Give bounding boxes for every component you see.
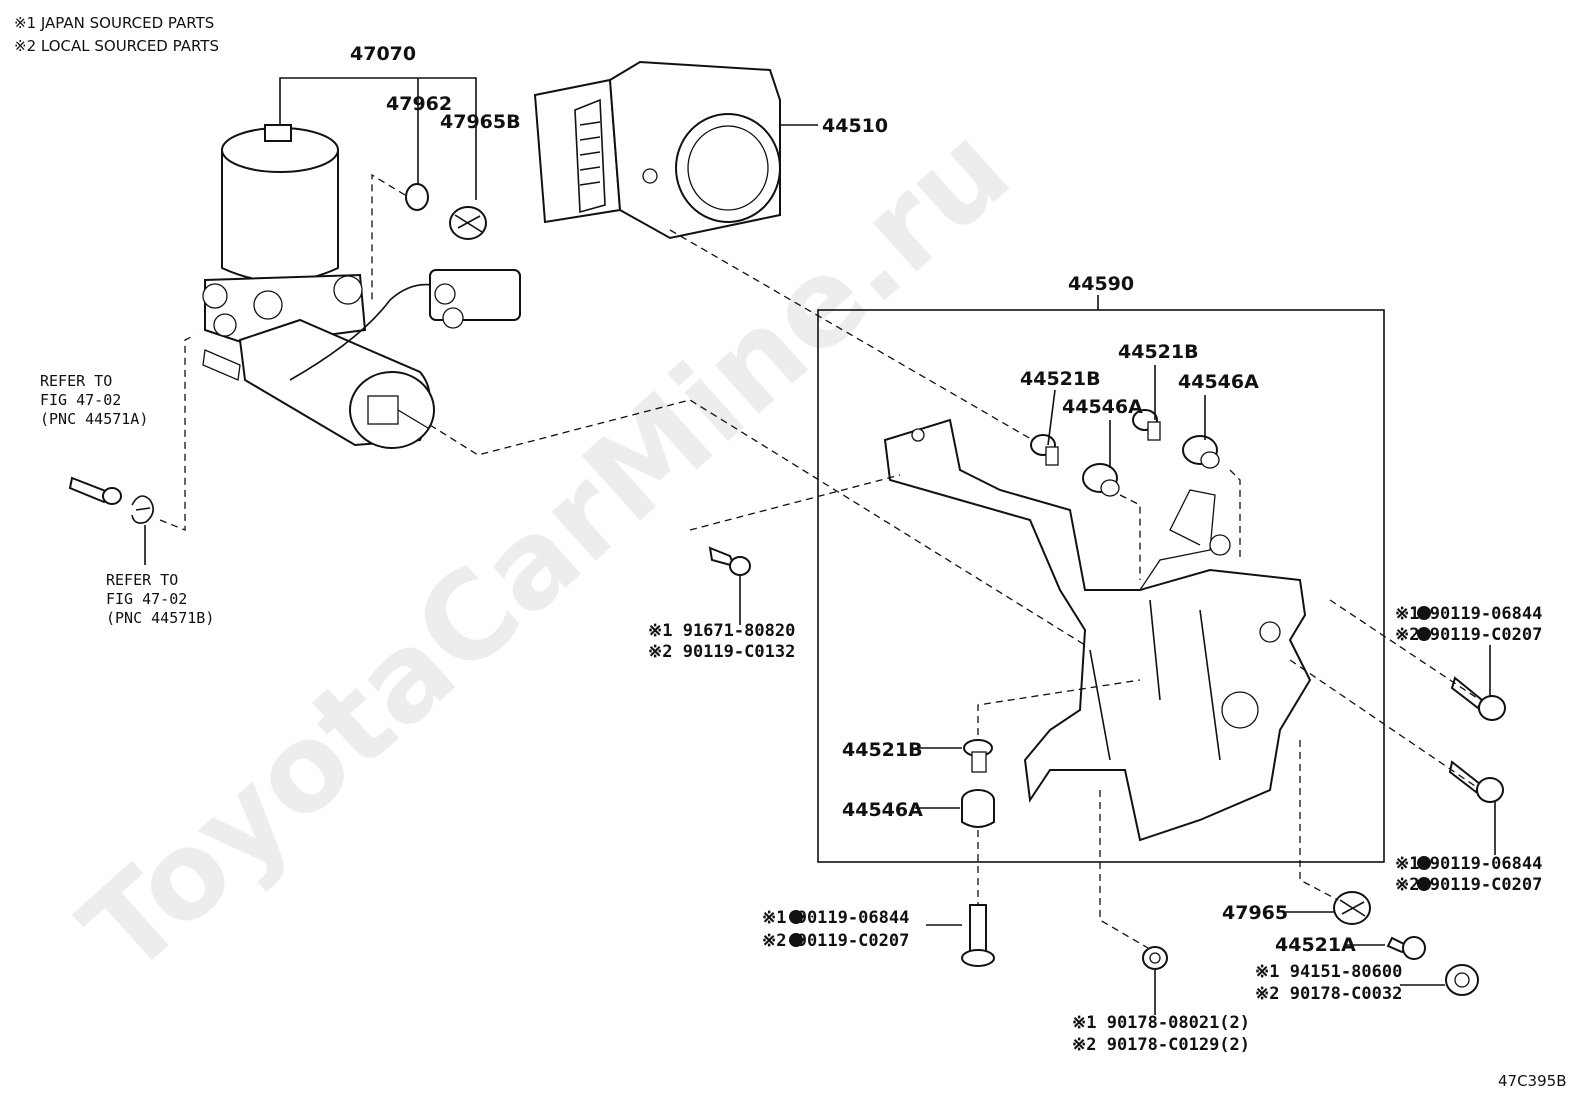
nut-94151 <box>1445 964 1479 996</box>
code-nut-right-1: ※1 94151-80600 <box>1255 962 1402 982</box>
callout-44590: 44590 <box>1068 273 1134 295</box>
bolt-middle-right <box>1448 760 1504 803</box>
grommet-44546a-2 <box>1182 435 1220 469</box>
callout-44521b-a: 44521B <box>1020 368 1101 390</box>
bracket-kit-frame <box>817 309 1385 863</box>
callout-44521a: 44521A <box>1275 934 1356 956</box>
refer-a-line3: (PNC 44571A) <box>40 410 148 428</box>
bolt-upper-right <box>1450 676 1506 721</box>
figure-code: 47C395B <box>1498 1072 1566 1090</box>
refer-b-line3: (PNC 44571B) <box>106 609 214 627</box>
cap-47965 <box>1333 891 1371 925</box>
refer-a-line2: FIG 47-02 <box>40 391 121 409</box>
callout-44510: 44510 <box>822 115 888 137</box>
hose-clip <box>131 495 154 524</box>
code-bolt-mr-2: ※2 90119-C0207 <box>1395 875 1542 895</box>
code-bolt-bot-1: ※1 90119-06844 <box>762 908 909 928</box>
bolt-91671-80820 <box>708 546 751 576</box>
callout-47965b: 47965B <box>440 111 521 133</box>
grommet-44546a-1 <box>1082 463 1120 497</box>
note-japan-sourced: ※1 JAPAN SOURCED PARTS <box>14 14 214 32</box>
callout-47965: 47965 <box>1222 902 1288 924</box>
code-nut-mid-1: ※1 90178-08021(2) <box>1072 1013 1250 1033</box>
o-ring-47962 <box>405 183 429 211</box>
code-nut-mid-2: ※2 90178-C0129(2) <box>1072 1035 1250 1055</box>
code-bolt-bot-2: ※2 90119-C0207 <box>762 931 909 951</box>
grommet-44546a-3 <box>961 789 995 828</box>
refer-b-line2: FIG 47-02 <box>106 590 187 608</box>
collar-44521a <box>1386 936 1426 960</box>
refer-b-line1: REFER TO <box>106 571 178 589</box>
watermark: ToyotaCarMine.ru <box>56 100 1036 1002</box>
callout-47962: 47962 <box>386 93 452 115</box>
note-local-sourced: ※2 LOCAL SOURCED PARTS <box>14 37 219 55</box>
callout-44546a-b: 44546A <box>1178 371 1259 393</box>
collar-44521b-1 <box>1030 434 1059 466</box>
collar-44521b-3 <box>963 739 993 773</box>
abs-actuator-44510 <box>533 60 781 240</box>
code-bolt-ur-1: ※1 90119-06844 <box>1395 604 1542 624</box>
nut-90178 <box>1142 946 1168 970</box>
bolt-bottom <box>961 904 995 967</box>
marker-dot <box>1417 627 1431 641</box>
callout-44521b-c: 44521B <box>842 739 923 761</box>
code-bolt-left-1: ※1 91671-80820 <box>648 621 795 641</box>
refer-a-line1: REFER TO <box>40 372 112 390</box>
callout-47070: 47070 <box>350 43 416 65</box>
code-bolt-left-2: ※2 90119-C0132 <box>648 642 795 662</box>
marker-dot <box>1417 606 1431 620</box>
callout-44521b-b: 44521B <box>1118 341 1199 363</box>
hose-pipe <box>68 476 122 505</box>
code-bolt-ur-2: ※2 90119-C0207 <box>1395 625 1542 645</box>
marker-dot <box>789 933 803 947</box>
callout-44546a-c: 44546A <box>842 799 923 821</box>
marker-dot <box>1417 856 1431 870</box>
marker-dot <box>1417 877 1431 891</box>
code-bolt-mr-1: ※1 90119-06844 <box>1395 854 1542 874</box>
abs-bracket <box>883 418 1312 842</box>
collar-44521b-2 <box>1132 409 1161 441</box>
marker-dot <box>789 910 803 924</box>
callout-44546a-a: 44546A <box>1062 396 1143 418</box>
cap-47965b <box>449 206 487 240</box>
code-nut-right-2: ※2 90178-C0032 <box>1255 984 1402 1004</box>
pump-motor-assembly <box>202 124 521 449</box>
